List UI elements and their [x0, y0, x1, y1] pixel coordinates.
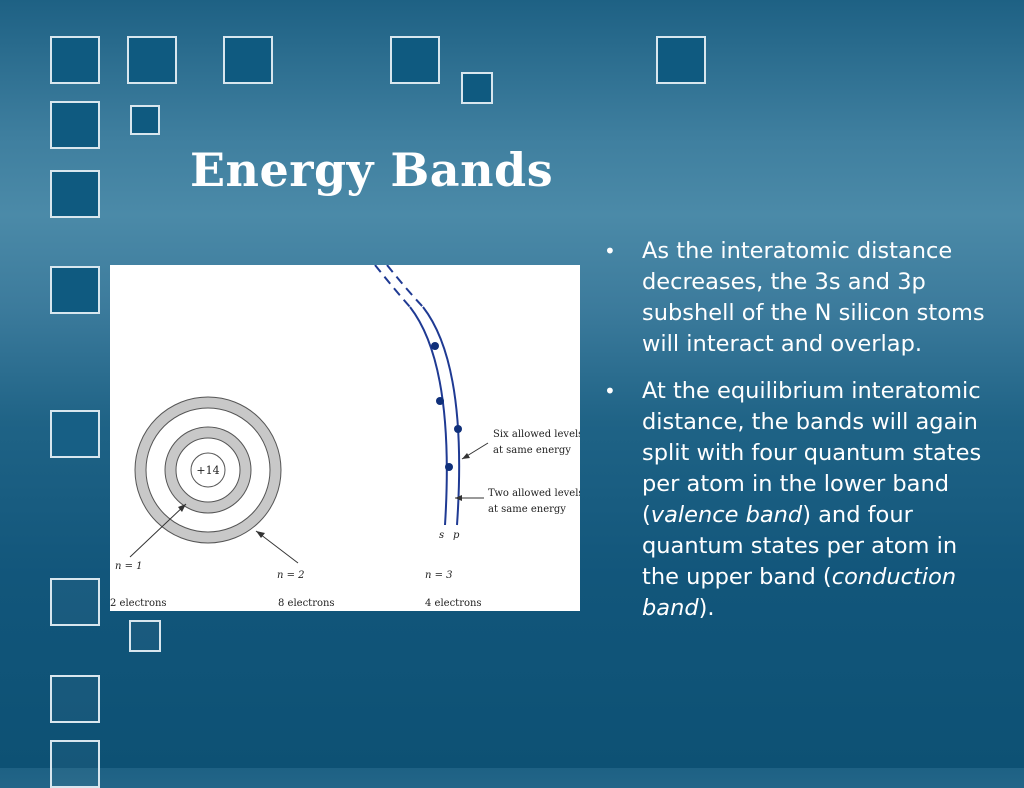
n3-electrons: 4 electrons: [425, 598, 482, 609]
bullet-text-italic: valence band: [650, 502, 803, 528]
decor-square: [127, 36, 177, 84]
n1-electrons: 2 electrons: [110, 598, 167, 609]
decor-square: [50, 410, 100, 458]
bullet-list: • As the interatomic distance decreases,…: [604, 236, 994, 640]
two-levels-label-1: Two allowed levels: [488, 488, 580, 499]
pointer-n1: [129, 503, 187, 558]
nucleus: [190, 452, 226, 488]
band-curve-s-dashed: [374, 265, 411, 308]
bullet-text: ) and four quantum states per atom in th…: [642, 502, 958, 590]
six-levels-arrow-head: [462, 453, 470, 459]
bullet-item: • As the interatomic distance decreases,…: [604, 236, 994, 360]
s-label: s: [439, 530, 444, 541]
pointer-n1-head: [178, 504, 186, 512]
n1-label: n = 1: [115, 561, 143, 572]
band-curve-p: [422, 306, 461, 526]
pointer-n2-head: [256, 531, 265, 538]
silicon-atom-diagram: +14 Six allowed levels at same energy Tw…: [110, 265, 580, 611]
nucleus-label: +14: [196, 464, 219, 477]
electron-dot: [431, 342, 439, 350]
electron-dot: [454, 425, 462, 433]
decor-square: [50, 170, 100, 218]
two-levels-label-2: at same energy: [488, 504, 566, 515]
decor-square: [50, 578, 100, 626]
n3-label: n = 3: [425, 570, 453, 581]
bullet-text-italic: conduction band: [642, 564, 957, 621]
slide-title: Energy Bands: [190, 142, 554, 197]
bullet-marker: •: [604, 379, 616, 403]
pointer-n2: [255, 530, 299, 564]
bullet-text: As the interatomic distance decreases, t…: [642, 238, 985, 357]
decor-square: [129, 620, 161, 652]
decor-square: [461, 72, 493, 104]
decor-square: [50, 266, 100, 314]
decor-square: [50, 36, 100, 84]
decor-square: [50, 740, 100, 788]
decor-square: [50, 101, 100, 149]
n2-label: n = 2: [277, 570, 305, 581]
decor-square: [656, 36, 706, 84]
two-levels-arrow-head: [455, 495, 462, 501]
decor-square: [50, 675, 100, 723]
six-levels-label-2: at same energy: [493, 445, 571, 456]
n2-electrons: 8 electrons: [278, 598, 335, 609]
band-curve-s: [409, 306, 448, 526]
decor-square: [390, 36, 440, 84]
six-levels-label-1: Six allowed levels: [493, 429, 580, 440]
decor-square: [223, 36, 273, 84]
p-label: p: [453, 530, 460, 541]
bullet-marker: •: [604, 239, 616, 263]
electron-dot: [436, 397, 444, 405]
bullet-item: • At the equilibrium interatomic distanc…: [604, 376, 994, 624]
diagram-svg: +14 Six allowed levels at same energy Tw…: [110, 265, 580, 609]
bullet-text: ).: [698, 595, 715, 621]
decor-square: [130, 105, 160, 135]
band-curve-p-dashed: [386, 265, 424, 308]
electron-dot: [445, 463, 453, 471]
bullet-text: At the equilibrium interatomic distance,…: [642, 378, 982, 528]
